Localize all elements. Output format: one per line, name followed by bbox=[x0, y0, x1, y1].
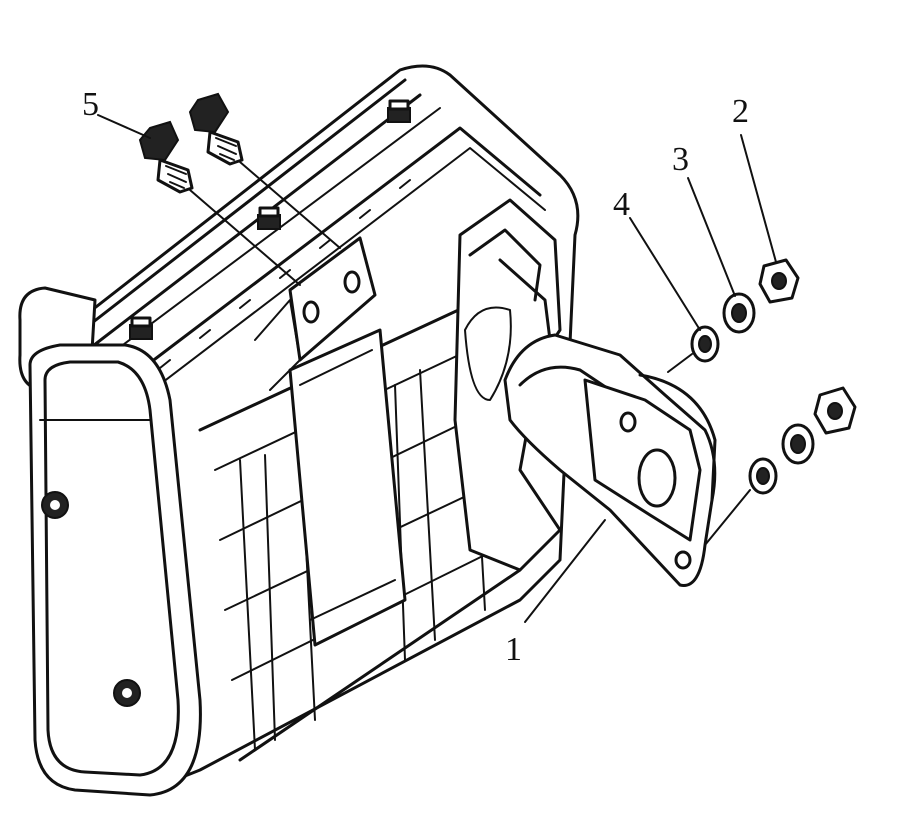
rail-screw-icon bbox=[387, 99, 411, 123]
callout-4: 4 bbox=[613, 186, 630, 223]
upper-washer-4-part bbox=[690, 325, 720, 363]
bolt-right-part bbox=[188, 92, 244, 166]
cap-bolt-icon bbox=[41, 491, 69, 519]
leader-line-5 bbox=[97, 114, 151, 139]
leader-line-3 bbox=[687, 177, 736, 297]
lower-nut-part bbox=[813, 386, 857, 435]
leader-line-2 bbox=[740, 134, 777, 263]
leader-line-4 bbox=[629, 217, 701, 331]
leader-line-1 bbox=[524, 519, 606, 623]
callout-1: 1 bbox=[505, 631, 522, 668]
bolt-axis-line bbox=[189, 189, 301, 286]
lower-axis-line bbox=[704, 489, 751, 546]
rail-screw-icon bbox=[257, 206, 281, 230]
upper-axis-line bbox=[667, 353, 693, 373]
upper-washer-3-part bbox=[722, 292, 756, 334]
bolt-axis-line bbox=[239, 161, 341, 249]
callout-5: 5 bbox=[82, 86, 99, 123]
bolt-left-part bbox=[138, 120, 194, 194]
lower-washer-part bbox=[781, 423, 815, 465]
callout-2: 2 bbox=[732, 93, 749, 130]
actuator-housing bbox=[18, 64, 580, 797]
rail-screw-icon bbox=[129, 316, 153, 340]
lower-washer-part bbox=[748, 457, 778, 495]
cap-bolt-icon bbox=[113, 679, 141, 707]
upper-nut-2-part bbox=[758, 258, 800, 304]
lever-arm-part bbox=[503, 333, 717, 587]
callout-3: 3 bbox=[672, 141, 689, 178]
